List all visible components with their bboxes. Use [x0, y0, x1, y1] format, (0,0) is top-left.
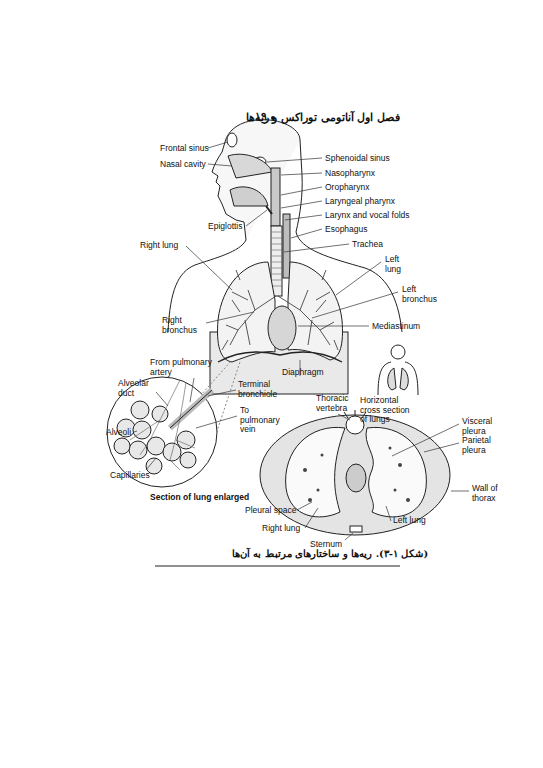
part-label: Wall of thorax [472, 484, 508, 503]
part-label: Parietal pleura [462, 436, 502, 455]
part-label: From pulmonary artery [150, 358, 212, 377]
part-label: Visceral pleura [462, 417, 502, 436]
part-label: Alveolar duct [118, 379, 158, 398]
part-label: Terminal bronchiole [238, 380, 286, 399]
part-label: Larynx and vocal folds [325, 211, 410, 221]
part-label: Right lung [262, 524, 300, 534]
part-label: Diaphragm [282, 368, 324, 378]
part-label: Left lung [393, 516, 426, 526]
part-label: Sternum [310, 540, 342, 550]
figure-caption: (شکل ۱-۳). ریه‌ها و ساختارهای مرتبط به آ… [232, 548, 428, 559]
part-label: Thoracic vertebra [316, 394, 358, 413]
part-label: Left lung [385, 255, 413, 274]
part-label: Frontal sinus [160, 144, 209, 154]
part-label: Mediastinum [372, 322, 420, 332]
part-label: Nasal cavity [160, 160, 206, 170]
part-label: Horizontal cross section of lungs [360, 396, 418, 425]
part-label: To pulmonary vein [240, 406, 290, 435]
part-label: Sphenoidal sinus [325, 154, 390, 164]
part-label: Left bronchus [402, 285, 442, 304]
part-label: Oropharynx [325, 183, 369, 193]
part-label: Right bronchus [162, 316, 206, 335]
part-label: Alveoli [106, 428, 131, 438]
part-label: Section of lung enlarged [150, 493, 249, 503]
part-label: Epiglottis [208, 222, 243, 232]
part-label: Right lung [140, 241, 178, 251]
part-label: Trachea [352, 240, 383, 250]
part-label: ۱۹ [255, 112, 267, 122]
part-label: Esophagus [325, 225, 368, 235]
part-label: Pleural space [245, 506, 297, 516]
part-label: Laryngeal pharynx [325, 197, 395, 207]
part-label: Capillaries [110, 471, 150, 481]
running-header: فصل اول آناتومی توراکس و ریه‌ها [246, 111, 400, 123]
part-label: Nasopharynx [325, 169, 375, 179]
